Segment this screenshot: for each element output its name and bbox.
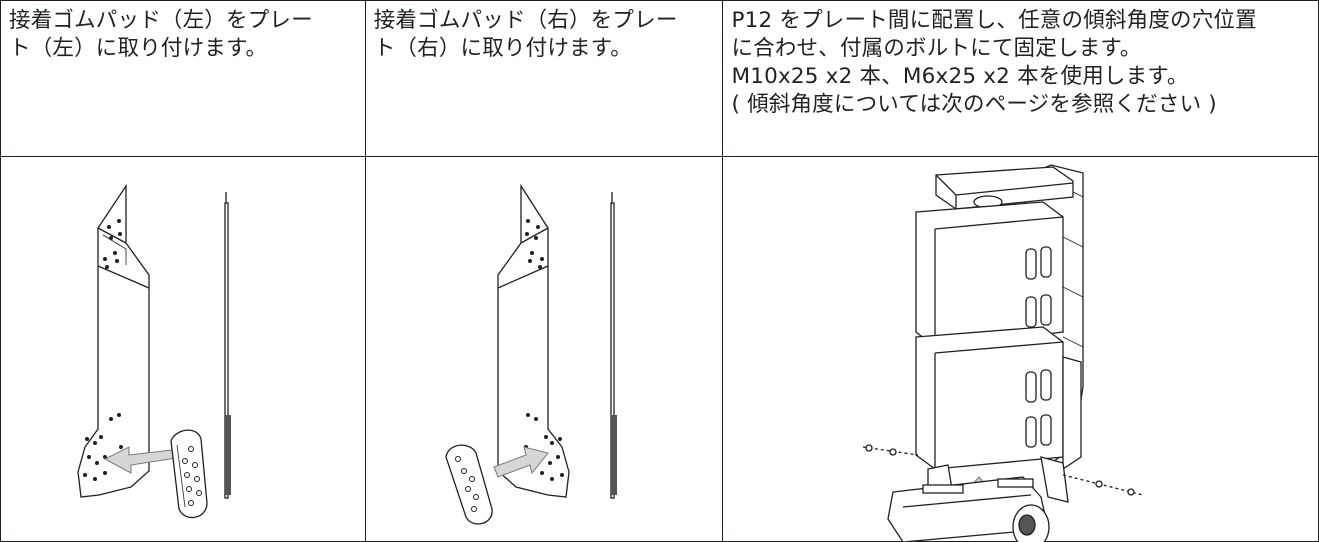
top-bracket: [935, 166, 1075, 210]
left-plate-illustration: [77, 183, 231, 519]
step-3-figure-cell: [722, 156, 1319, 542]
step-3-text-cell: P12 をプレート間に配置し、任意の傾斜角度の穴位置 に合わせ、付属のボルトにて…: [722, 0, 1319, 157]
step-1-text-cell: 接着ゴムパッド（左）をプレー ト（左）に取り付けます。: [0, 0, 366, 157]
step-2-text: 接着ゴムパッド（右）をプレー ト（右）に取り付けます。: [373, 8, 678, 61]
step-1-figure-cell: [0, 156, 366, 542]
step-2-figure-cell: [364, 156, 724, 542]
left-plate: [77, 183, 150, 498]
right-plate-illustration: [445, 183, 617, 525]
arrow: [493, 446, 549, 478]
step-2-text-cell: 接着ゴムパッド（右）をプレー ト（右）に取り付けます。: [364, 0, 724, 157]
right-plate: [497, 183, 570, 498]
rubber-pad: [445, 444, 493, 525]
side-plate: [1062, 356, 1083, 471]
step-1-text: 接着ゴムパッド（左）をプレー ト（左）に取り付けます。: [9, 8, 313, 61]
speaker-assembly-illustration: [863, 164, 1144, 542]
step-3-text: P12 をプレート間に配置し、任意の傾斜角度の穴位置 に合わせ、付属のボルトにて…: [731, 8, 1257, 117]
